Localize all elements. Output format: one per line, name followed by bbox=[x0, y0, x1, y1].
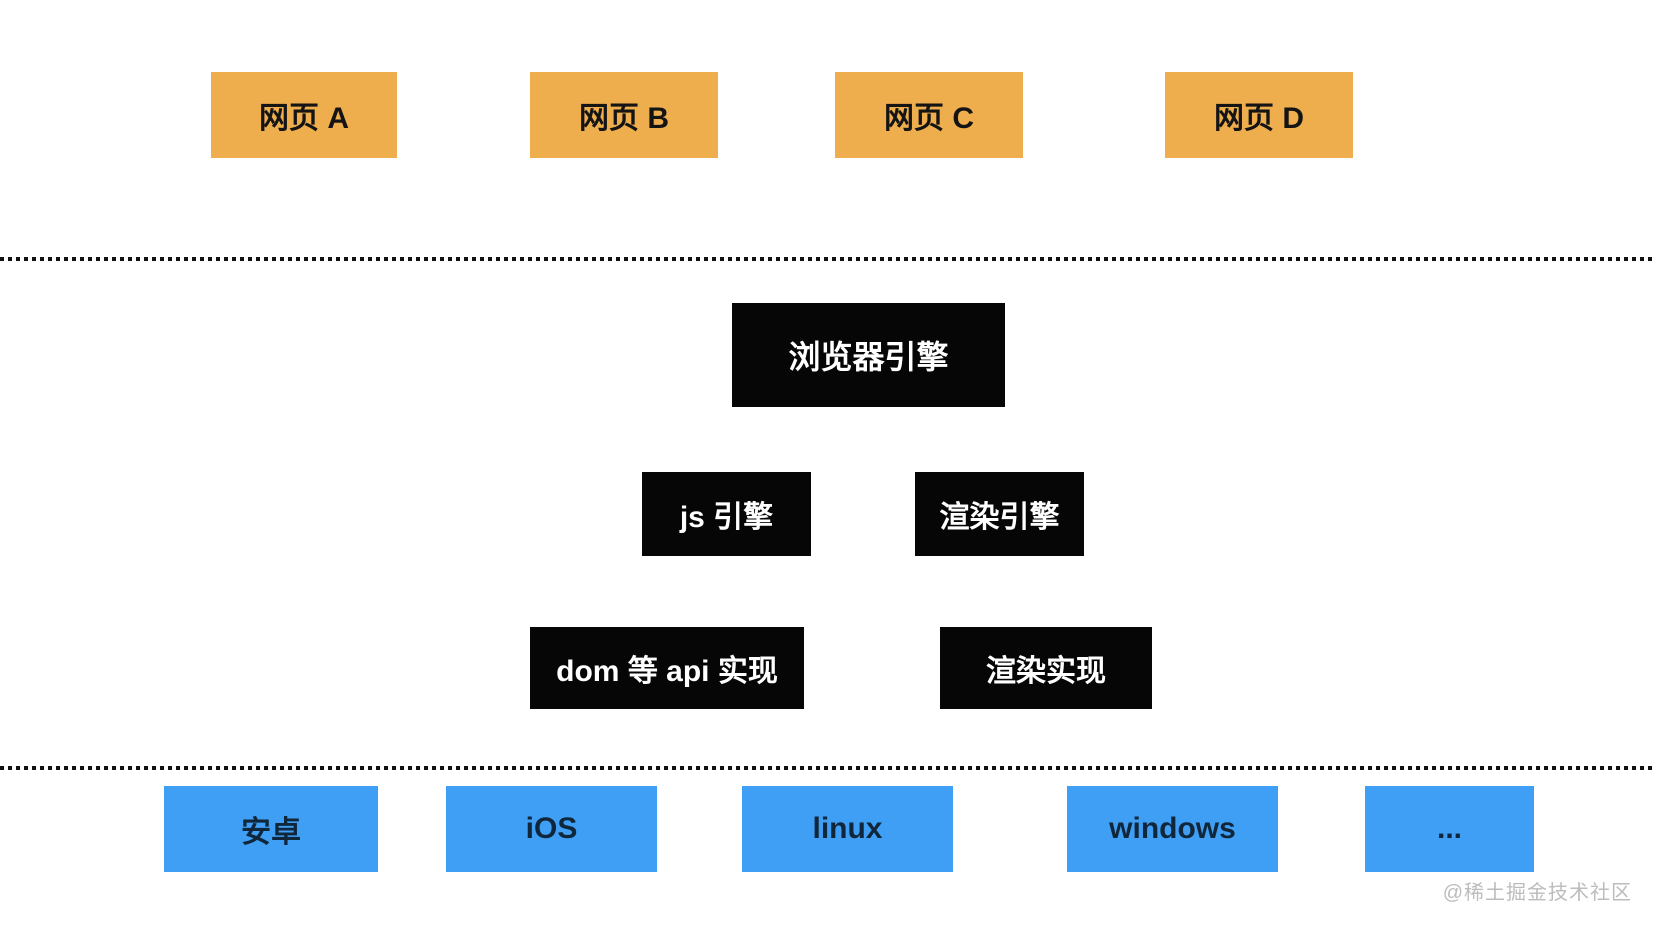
web-page-a-box: 网页 A bbox=[211, 72, 397, 158]
dom-api-implementation-box: dom 等 api 实现 bbox=[530, 627, 804, 709]
rendering-engine-box: 渲染引擎 bbox=[915, 472, 1084, 556]
platform-linux-box: linux bbox=[742, 786, 953, 872]
dotted-separator-top bbox=[0, 257, 1656, 261]
platform-ios-box: iOS bbox=[446, 786, 657, 872]
rendering-implementation-box: 渲染实现 bbox=[940, 627, 1152, 709]
watermark: @稀土掘金技术社区 bbox=[1442, 882, 1632, 904]
js-engine-box: js 引擎 bbox=[642, 472, 811, 556]
web-page-b-box: 网页 B bbox=[530, 72, 718, 158]
platform-more-box: ... bbox=[1365, 786, 1534, 872]
platform-windows-box: windows bbox=[1067, 786, 1278, 872]
browser-engine-box: 浏览器引擎 bbox=[732, 303, 1005, 407]
dotted-separator-bottom bbox=[0, 766, 1656, 770]
web-page-d-box: 网页 D bbox=[1165, 72, 1353, 158]
platform-android-box: 安卓 bbox=[164, 786, 378, 872]
web-page-c-box: 网页 C bbox=[835, 72, 1023, 158]
